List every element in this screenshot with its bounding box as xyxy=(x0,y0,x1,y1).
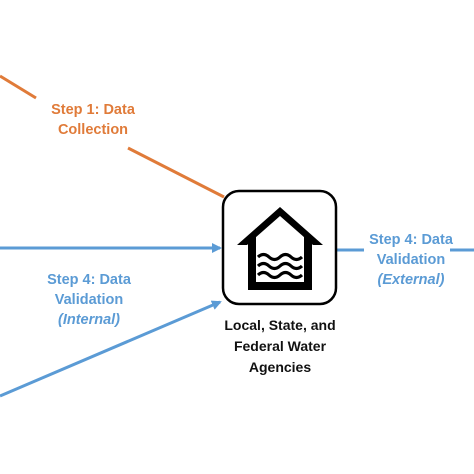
house-water-icon xyxy=(237,207,323,290)
validation-return-arrow xyxy=(0,300,222,398)
step1-line1: Step 1: Data xyxy=(51,102,135,118)
internal-line3: (Internal) xyxy=(57,312,121,328)
step1-data-collection-label: Step 1: Data Collection xyxy=(38,100,148,140)
step1-line2: Collection xyxy=(57,122,129,138)
collection-connector xyxy=(127,146,225,199)
external-line1: Step 4: Data xyxy=(369,232,453,248)
agency-line3: Agencies xyxy=(248,359,312,375)
agency-node-label: Local, State, and Federal Water Agencies xyxy=(205,315,355,378)
step4-external-validation-label: Step 4: Data Validation (External) xyxy=(356,230,466,290)
external-line3: (External) xyxy=(377,272,445,288)
external-line2: Validation xyxy=(376,252,446,268)
agency-line2: Federal Water xyxy=(233,338,327,354)
internal-line1: Step 4: Data xyxy=(47,272,131,288)
internal-line2: Validation xyxy=(54,292,124,308)
agency-line1: Local, State, and xyxy=(224,317,336,333)
collection-connector xyxy=(0,74,37,100)
step4-internal-validation-label: Step 4: Data Validation (Internal) xyxy=(34,270,144,330)
